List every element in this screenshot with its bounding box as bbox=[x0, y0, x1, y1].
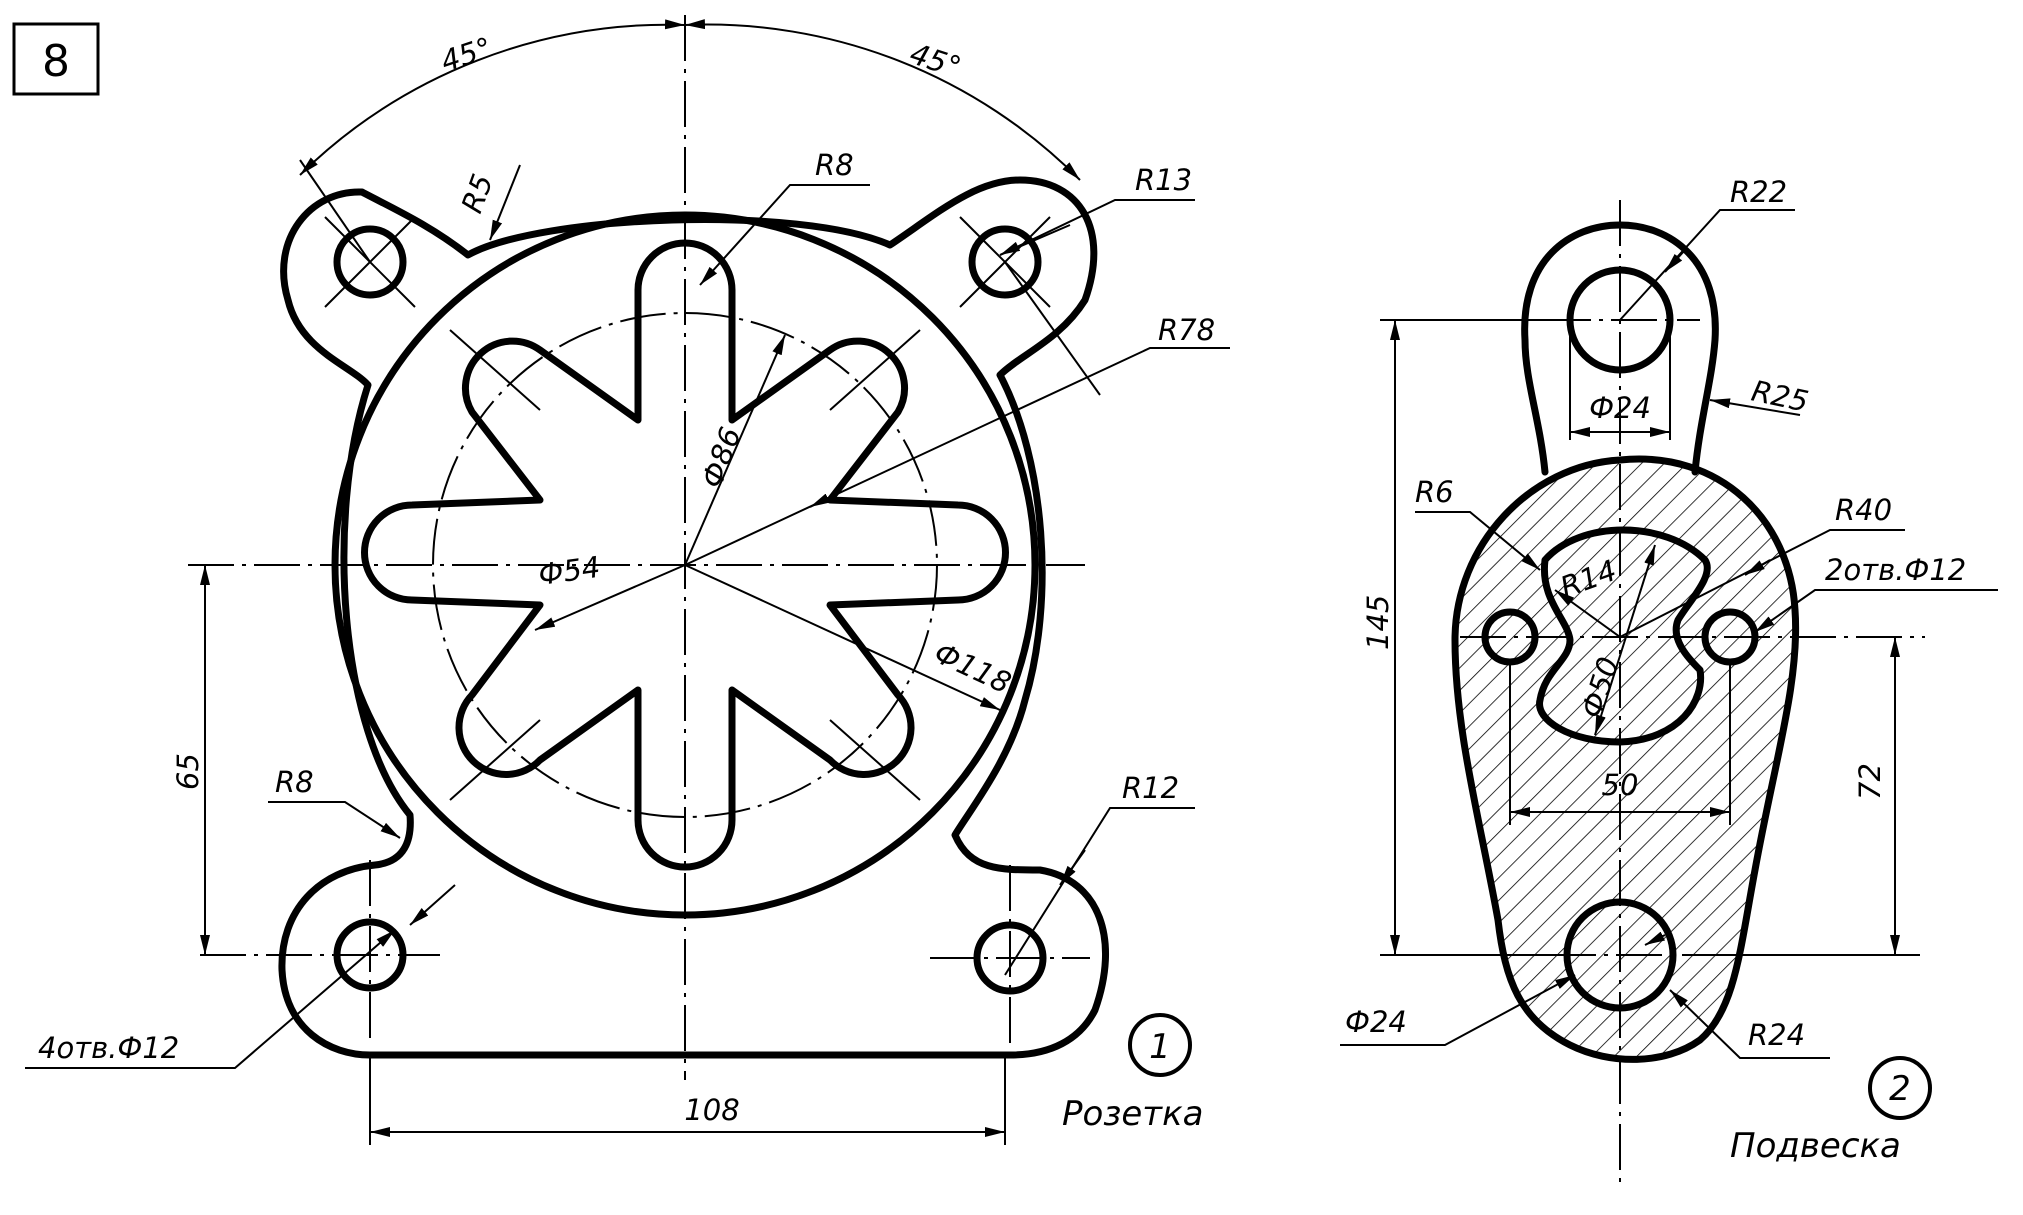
rosette-star-cutout bbox=[361, 239, 1009, 871]
dim-d118: Ф118 bbox=[929, 636, 1016, 701]
part2-name: Подвеска bbox=[1730, 1126, 1901, 1166]
dim-h145: 145 bbox=[1361, 595, 1395, 650]
dim-d24-top: Ф24 bbox=[1589, 391, 1651, 425]
part2-hanger: R22 Ф24 R25 R6 R14 R40 2отв.Ф12 145 Ф50 bbox=[1340, 175, 1998, 1185]
sheet-number: 8 bbox=[42, 36, 70, 87]
dim-holes-2: 2отв.Ф12 bbox=[1825, 553, 1966, 587]
hanger-body-hatched bbox=[1451, 455, 1800, 1063]
dim-r40: R40 bbox=[1835, 493, 1892, 527]
dim-holes-4: 4отв.Ф12 bbox=[38, 1031, 179, 1065]
dim-r5: R5 bbox=[455, 169, 500, 217]
rosette-hole-top-left bbox=[333, 225, 407, 299]
dim-d24-bottom: Ф24 bbox=[1345, 1005, 1407, 1039]
dim-r6: R6 bbox=[1415, 475, 1454, 509]
dim-r25: R25 bbox=[1749, 374, 1812, 419]
dim-w108: 108 bbox=[684, 1093, 739, 1127]
part1-name: Розетка bbox=[1062, 1094, 1203, 1134]
dim-r13: R13 bbox=[1135, 163, 1192, 197]
hanger-center-cutout bbox=[1536, 526, 1711, 746]
dim-r22: R22 bbox=[1730, 175, 1787, 209]
part2-index: 2 bbox=[1889, 1069, 1911, 1109]
dim-d54: Ф54 bbox=[536, 550, 602, 592]
dim-angle-left: 45° bbox=[437, 30, 496, 78]
dim-angle-right: 45° bbox=[906, 36, 965, 84]
dim-r8-top: R8 bbox=[815, 148, 854, 182]
sheet-number-box: 8 bbox=[12, 22, 100, 96]
dim-w50: 50 bbox=[1602, 768, 1639, 802]
dim-r12: R12 bbox=[1122, 771, 1179, 805]
dim-r24: R24 bbox=[1748, 1018, 1805, 1052]
dim-r8-bottom: R8 bbox=[275, 765, 314, 799]
dim-r78: R78 bbox=[1158, 313, 1215, 347]
dim-h65: 65 bbox=[171, 753, 205, 790]
rosette-hole-bottom-right bbox=[973, 921, 1047, 995]
rosette-hole-top-right bbox=[968, 225, 1042, 299]
dim-h72: 72 bbox=[1853, 763, 1887, 800]
dim-d86: Ф86 bbox=[695, 423, 748, 493]
part1-index: 1 bbox=[1149, 1027, 1171, 1067]
rosette-outer-contour bbox=[278, 176, 1109, 1059]
part1-rosette: 45° 45° R5 R8 R13 R78 Ф86 Ф54 Ф118 65 R8 bbox=[25, 15, 1230, 1145]
